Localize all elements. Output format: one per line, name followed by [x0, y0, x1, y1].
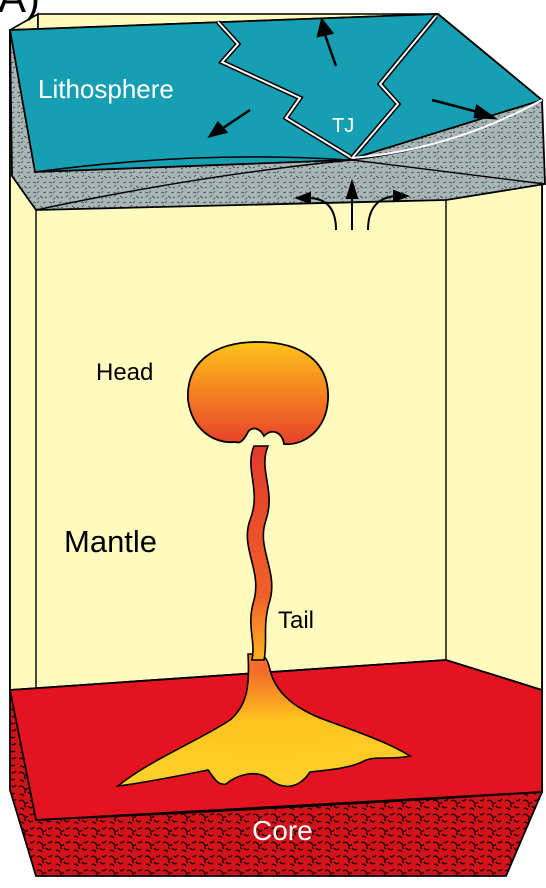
- lithosphere-label: Lithosphere: [38, 74, 174, 104]
- head-label: Head: [96, 359, 153, 386]
- plume-head: [188, 342, 328, 444]
- triple-junction-label: TJ: [332, 115, 354, 137]
- tail-label: Tail: [278, 607, 314, 634]
- panel-label: A): [0, 0, 40, 21]
- lithosphere-slab: [10, 14, 545, 210]
- core-label: Core: [252, 815, 313, 846]
- mantle-label: Mantle: [64, 524, 157, 559]
